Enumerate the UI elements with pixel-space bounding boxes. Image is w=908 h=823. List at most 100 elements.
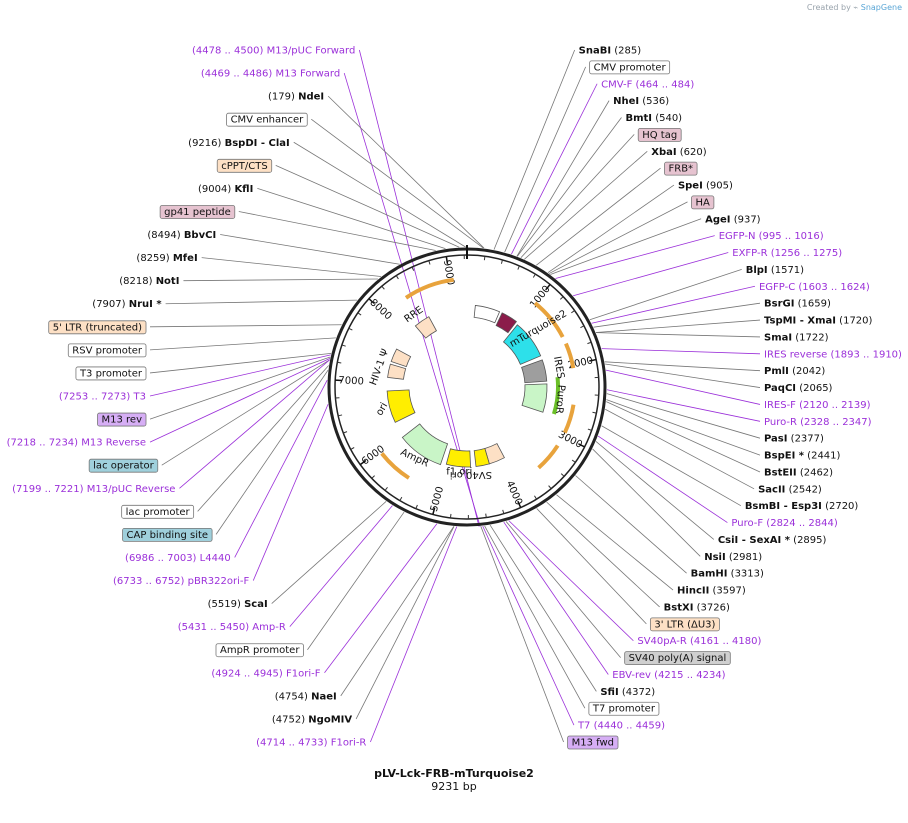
label-position: (2720)	[822, 501, 859, 512]
primer-label: (7199 .. 7221) M13/pUC Reverse	[12, 484, 175, 495]
label-text: SfiI (4372)	[600, 687, 655, 698]
feature-callout: 5' LTR (truncated)	[48, 320, 147, 335]
snapgene-brand: Created by ⌁ SnapGene	[807, 3, 902, 12]
enzyme-label: (7907) NruI *	[92, 299, 162, 310]
callout-text: CMV promoter	[594, 62, 667, 73]
callout-box	[216, 158, 273, 173]
feature-callout: M13 fwd	[567, 735, 619, 750]
label-name: M13/pUC Forward	[267, 46, 356, 57]
label-name: AgeI	[705, 214, 730, 225]
leader-line	[220, 234, 400, 265]
feature-callout: cPPT/CTS	[216, 158, 273, 173]
callout-box	[226, 112, 308, 127]
label-position: (2981)	[726, 552, 763, 563]
leader-line	[593, 302, 761, 328]
minor-tick	[384, 487, 388, 491]
primer-label: (7253 .. 7273) T3	[59, 392, 146, 403]
minor-tick	[357, 312, 362, 316]
callout-box	[664, 161, 698, 176]
enzyme-label: BstEII (2462)	[764, 467, 833, 478]
label-position: (2120 .. 2139)	[796, 400, 871, 411]
minor-tick	[517, 265, 520, 270]
label-name: T3	[133, 392, 146, 403]
leader-line	[550, 218, 702, 275]
tick-label: 8000	[367, 297, 393, 322]
label-position: (5431 .. 5450)	[178, 622, 253, 633]
label-name: IRES reverse	[764, 349, 827, 360]
label-name: ScaI	[244, 599, 268, 610]
label-position: (6733 .. 6752)	[113, 576, 188, 587]
callout-box	[691, 195, 715, 210]
primer-label: (4469 .. 4486) M13 Forward	[201, 69, 340, 80]
tick-label: 7000	[338, 375, 364, 387]
label-position: (9004)	[198, 184, 234, 195]
label-text: CsiI - SexAI * (2895)	[718, 535, 827, 546]
callout-text: T3 promoter	[79, 368, 143, 379]
enzyme-label: (9004) KflI	[198, 184, 253, 195]
minor-tick	[548, 485, 552, 490]
label-text: SnaBI (285)	[579, 46, 642, 57]
primer-label: (4714 .. 4733) F1ori-R	[256, 738, 366, 749]
enzyme-label: NsiI (2981)	[704, 552, 762, 563]
label-position: (5519)	[208, 599, 244, 610]
leader-line	[536, 508, 647, 625]
leader-line	[493, 49, 576, 250]
label-position: (1893 .. 1910)	[827, 349, 902, 360]
primer-label: (5431 .. 5450) Amp-R	[178, 622, 286, 633]
primer-label: (7218 .. 7234) M13 Reverse	[7, 438, 146, 449]
label-text: PaqCI (2065)	[764, 383, 833, 394]
label-name: CsiI - SexAI *	[718, 535, 791, 546]
feature-label: IRES	[551, 356, 566, 380]
callout-box	[624, 651, 731, 666]
leader-line	[234, 379, 328, 558]
enzyme-label: SfiI (4372)	[600, 687, 655, 698]
label-position: (4714 .. 4733)	[256, 738, 331, 749]
primer-label: (6986 .. 7003) L4440	[125, 553, 231, 564]
label-position: (464 .. 484)	[632, 79, 694, 90]
ori-feature	[386, 389, 416, 423]
label-text: SV40pA-R (4161 .. 4180)	[637, 636, 761, 647]
label-name: NdeI	[298, 92, 324, 103]
label-name: IRES-F	[764, 400, 796, 411]
major-tick	[545, 283, 551, 291]
label-text: SacII (2542)	[758, 484, 822, 495]
label-text: (7199 .. 7221) M13/pUC Reverse	[12, 484, 175, 495]
label-text: (4924 .. 4945) F1ori-F	[211, 668, 320, 679]
label-text: EGFP-C (1603 .. 1624)	[759, 282, 870, 293]
label-name: BspEI *	[764, 451, 805, 462]
callout-text: lac promoter	[126, 507, 191, 518]
callout-box	[48, 320, 147, 335]
label-text: TspMI - XmaI (1720)	[764, 316, 873, 327]
major-tick	[517, 500, 522, 508]
feature-callout: gp41 peptide	[159, 205, 236, 219]
major-tick	[589, 358, 597, 362]
label-position: (540)	[652, 113, 682, 124]
leader-line	[257, 188, 446, 250]
callout-box	[75, 366, 147, 381]
callout-box	[215, 643, 304, 658]
label-name: EGFP-N	[719, 231, 756, 242]
label-name: Amp-R	[252, 622, 286, 633]
label-position: (2065)	[796, 383, 833, 394]
leader-line	[238, 211, 436, 251]
label-name: pBR322ori-F	[188, 576, 250, 587]
leader-line	[293, 141, 466, 248]
callout-text: 5' LTR (truncated)	[53, 322, 142, 333]
minor-tick	[338, 414, 343, 417]
feature-callout: T3 promoter	[75, 366, 147, 381]
leader-line	[197, 365, 329, 512]
label-text: BsmBI - Esp3I (2720)	[745, 501, 859, 512]
minor-tick	[580, 325, 585, 329]
orf-arc	[380, 452, 410, 480]
psi-feature	[387, 363, 407, 380]
label-name: BstXI	[664, 602, 694, 613]
minor-tick	[428, 260, 431, 265]
minor-tick	[532, 273, 536, 278]
enzyme-label: BsrGI (1659)	[764, 299, 831, 310]
minor-tick	[449, 513, 452, 519]
leader-line	[482, 525, 575, 726]
leader-line	[606, 401, 761, 473]
label-name: Puro-F	[731, 518, 763, 529]
label-name: TspMI - XmaI	[764, 316, 836, 327]
minor-tick	[381, 285, 385, 290]
